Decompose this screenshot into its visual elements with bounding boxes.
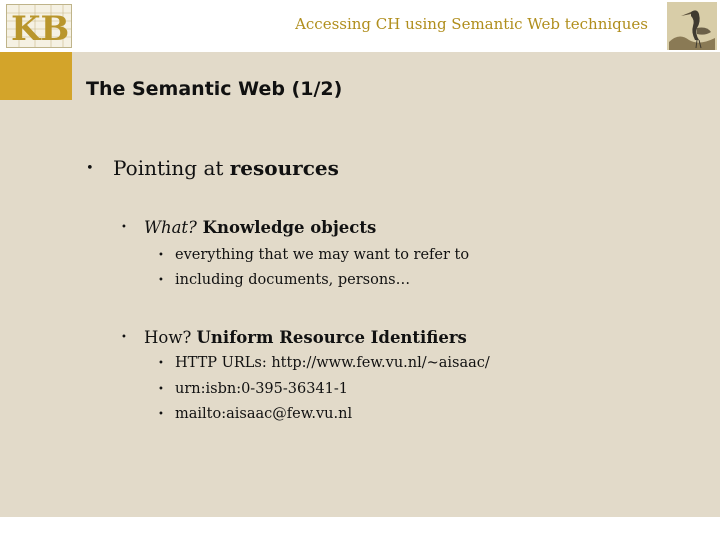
header-title: Accessing CH using Semantic Web techniqu… — [295, 15, 648, 33]
bullet-text: urn:isbn:0-395-36341-1 — [175, 381, 349, 397]
bullet-dot: • — [158, 358, 164, 369]
bullet-text: mailto:aisaac@few.vu.nl — [175, 406, 353, 422]
bullet-dot: • — [121, 222, 127, 233]
bullet-text: including documents, persons… — [175, 272, 411, 288]
header-bar — [0, 0, 720, 52]
bullet-dot: • — [158, 384, 164, 395]
bullet-dot: • — [121, 332, 127, 343]
bullet-dot: • — [158, 275, 164, 286]
bullet-text: HTTP URLs: http://www.few.vu.nl/~aisaac/ — [175, 355, 490, 371]
gold-accent-block — [0, 52, 72, 100]
bullet-dot: • — [158, 409, 164, 420]
footer-bar — [0, 517, 720, 540]
slide-content-area — [0, 52, 720, 517]
bullet-text: Pointing at resources — [113, 156, 339, 180]
kb-logo-text: KB — [11, 9, 69, 47]
bullet-dot: • — [86, 161, 94, 176]
bullet-text: everything that we may want to refer to — [175, 247, 470, 263]
kb-logo: KB — [6, 4, 72, 48]
bullet-text: What? Knowledge objects — [144, 218, 377, 237]
slide-title: The Semantic Web (1/2) — [86, 78, 343, 100]
bullet-dot: • — [158, 250, 164, 261]
bird-illustration — [667, 2, 717, 50]
bullet-text: How? Uniform Resource Identifiers — [144, 328, 467, 347]
